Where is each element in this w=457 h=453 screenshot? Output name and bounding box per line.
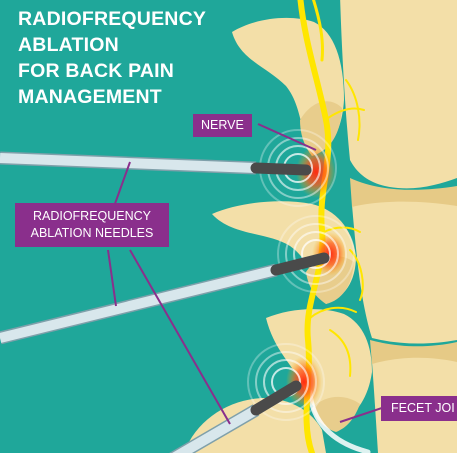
title-line: MANAGEMENT [18, 86, 162, 108]
vertebrae [340, 0, 457, 453]
nerve-label: NERVE [193, 114, 252, 137]
nerve-branch-2 [327, 107, 365, 119]
needle-top [0, 151, 312, 176]
nerve-branch-3 [323, 226, 361, 233]
needle-bottom [169, 380, 302, 453]
title-line: ABLATION [18, 34, 119, 56]
nerve-branch-4 [309, 306, 357, 319]
process-bottom-lower [184, 398, 326, 453]
nerve-branch-1 [311, 0, 324, 62]
pointer-nerve [257, 123, 317, 151]
nerve-branch-6 [349, 249, 364, 301]
nerve-branch-5 [345, 79, 361, 141]
facet-processes [184, 17, 372, 453]
vertebra-body-middle [352, 199, 457, 344]
pointer-needles-middle [107, 249, 117, 307]
infographic-title: RADIOFREQUENCY ABLATION FOR BACK PAIN MA… [18, 6, 206, 110]
pointer-fecet [339, 407, 383, 423]
pointer-needles-bottom [129, 249, 231, 425]
nerve-branch-7 [329, 329, 352, 377]
facet-joint-label: FECET JOI [381, 396, 457, 421]
facet-joint-label-text: FECET JOI [391, 401, 455, 415]
vertebra-body-top [340, 0, 457, 189]
needle-middle [0, 252, 330, 345]
process-bottom-shadow [312, 396, 360, 432]
title-line: FOR BACK PAIN [18, 60, 175, 82]
ablation-needles [0, 151, 330, 453]
ablation-waves [247, 129, 355, 421]
title-line: RADIOFREQUENCY [18, 8, 207, 30]
needles-label-line-1: RADIOFREQUENCY [32, 209, 152, 223]
intervertebral-disc [350, 178, 457, 207]
nerve-label-text: NERVE [201, 118, 244, 132]
needles-label: RADIOFREQUENCY ABLATION NEEDLES [15, 203, 169, 247]
process-bottom [266, 309, 372, 424]
needles-label-line-2: ABLATION NEEDLES [30, 226, 154, 240]
heat-zone-top [296, 146, 336, 198]
intervertebral-disc-lower [370, 340, 457, 364]
heat-zone-bottom [286, 356, 322, 408]
